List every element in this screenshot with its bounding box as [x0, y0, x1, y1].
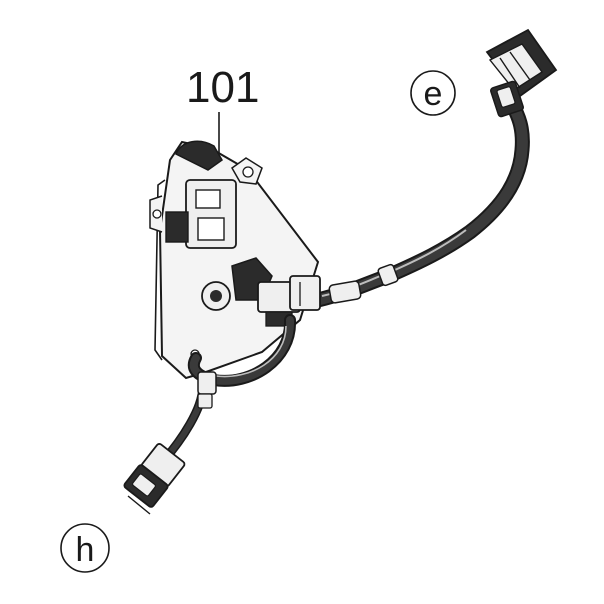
part-number-label: 101	[186, 63, 259, 112]
connector-e	[485, 28, 558, 118]
cable-e	[310, 96, 530, 308]
svg-text:e: e	[424, 75, 443, 113]
wire-loop	[187, 314, 297, 387]
svg-text:h: h	[76, 531, 95, 569]
callout-e: e	[410, 70, 456, 116]
cable-h	[161, 371, 217, 463]
connector-h	[123, 443, 186, 515]
switch-block-lower	[201, 257, 321, 327]
switch-block-upper	[165, 140, 237, 249]
callout-h: h	[60, 523, 110, 573]
mounting-plate	[149, 140, 320, 380]
